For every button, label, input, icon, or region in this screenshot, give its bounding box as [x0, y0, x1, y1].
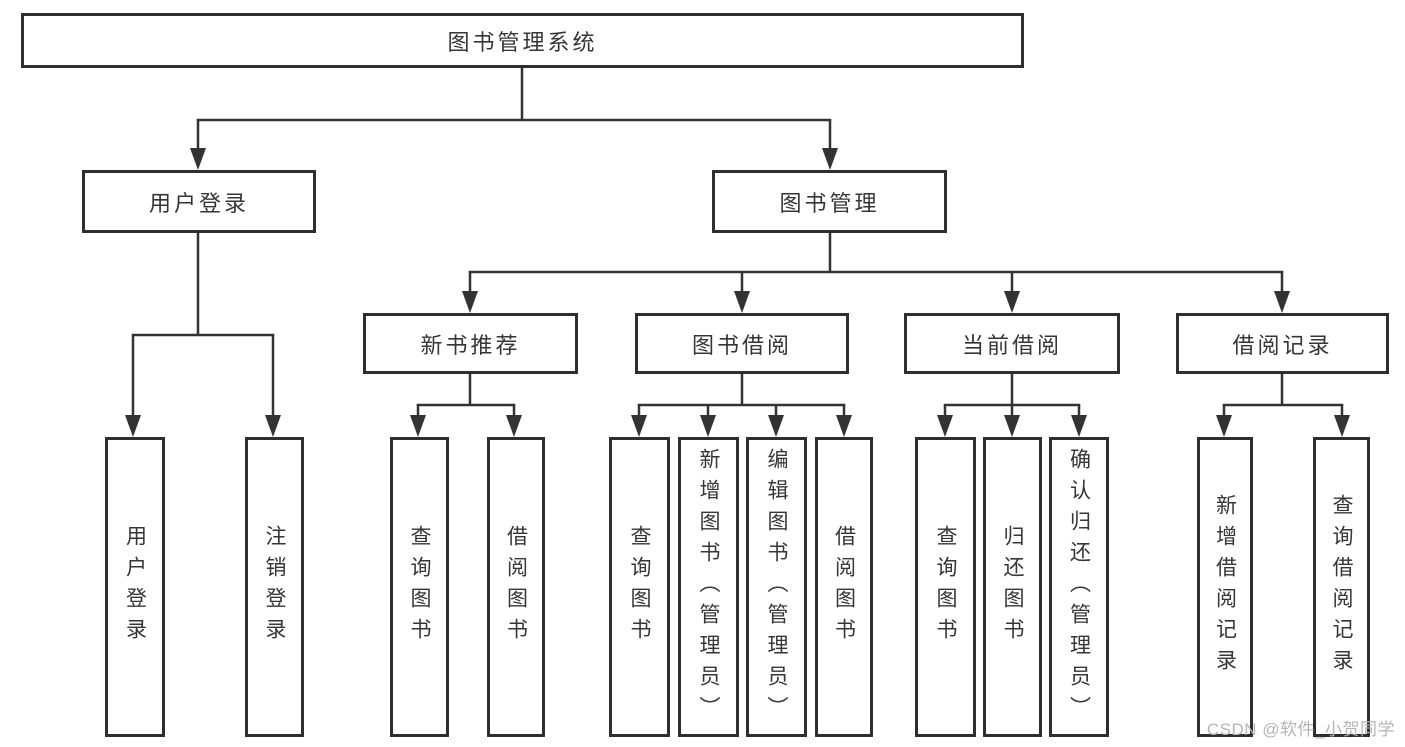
leaf-query-books-recommend: 查询图书	[390, 437, 449, 737]
node-book-management: 图书管理	[712, 170, 947, 233]
leaf-add-borrow-record-label: 新增借阅记录	[1213, 494, 1237, 680]
leaf-edit-books-admin: 编辑图书（管理员）	[746, 437, 807, 737]
node-current-borrow: 当前借阅	[904, 313, 1120, 374]
leaf-query-borrow-record: 查询借阅记录	[1313, 437, 1370, 737]
leaf-add-books-admin: 新增图书（管理员）	[678, 437, 739, 737]
node-borrow-records: 借阅记录	[1176, 313, 1389, 374]
root-node-label: 图书管理系统	[447, 29, 598, 55]
node-new-book-recommend: 新书推荐	[363, 313, 578, 374]
node-user-login: 用户登录	[82, 170, 316, 233]
leaf-borrow-books-label: 借阅图书	[832, 525, 856, 649]
leaf-return-books: 归还图书	[983, 437, 1042, 737]
node-new-book-recommend-label: 新书推荐	[420, 332, 521, 358]
node-book-management-label: 图书管理	[779, 190, 880, 216]
leaf-query-borrow-record-label: 查询借阅记录	[1330, 494, 1353, 680]
node-borrow-records-label: 借阅记录	[1232, 332, 1333, 358]
leaf-borrow-books-recommend-label: 借阅图书	[504, 525, 528, 649]
leaf-borrow-books-recommend: 借阅图书	[487, 437, 545, 737]
leaf-user-login-label: 用户登录	[123, 525, 147, 649]
node-book-borrow: 图书借阅	[635, 313, 849, 374]
watermark: CSDN @软件_小贺同学	[1206, 720, 1395, 739]
leaf-add-books-admin-label: 新增图书（管理员）	[697, 447, 720, 727]
leaf-return-books-label: 归还图书	[1001, 525, 1024, 649]
arrowheads	[125, 148, 1350, 437]
leaf-add-borrow-record: 新增借阅记录	[1197, 437, 1253, 737]
node-current-borrow-label: 当前借阅	[961, 332, 1062, 358]
leaf-confirm-return-admin-label: 确认归还（管理员）	[1067, 447, 1091, 727]
node-user-login-label: 用户登录	[148, 190, 249, 216]
leaf-borrow-books: 借阅图书	[815, 437, 873, 737]
node-book-borrow-label: 图书借阅	[691, 332, 792, 358]
leaf-user-login: 用户登录	[105, 437, 165, 737]
leaf-logout: 注销登录	[245, 437, 304, 737]
leaf-query-books-recommend-label: 查询图书	[408, 525, 431, 649]
leaf-query-books-current-label: 查询图书	[934, 525, 957, 649]
leaf-confirm-return-admin: 确认归还（管理员）	[1049, 437, 1109, 737]
leaf-query-books-borrow: 查询图书	[609, 437, 670, 737]
leaf-query-books-borrow-label: 查询图书	[628, 525, 651, 649]
leaf-edit-books-admin-label: 编辑图书（管理员）	[765, 447, 788, 727]
leaf-query-books-current: 查询图书	[915, 437, 976, 737]
root-node: 图书管理系统	[21, 13, 1024, 68]
leaf-logout-label: 注销登录	[263, 525, 286, 649]
